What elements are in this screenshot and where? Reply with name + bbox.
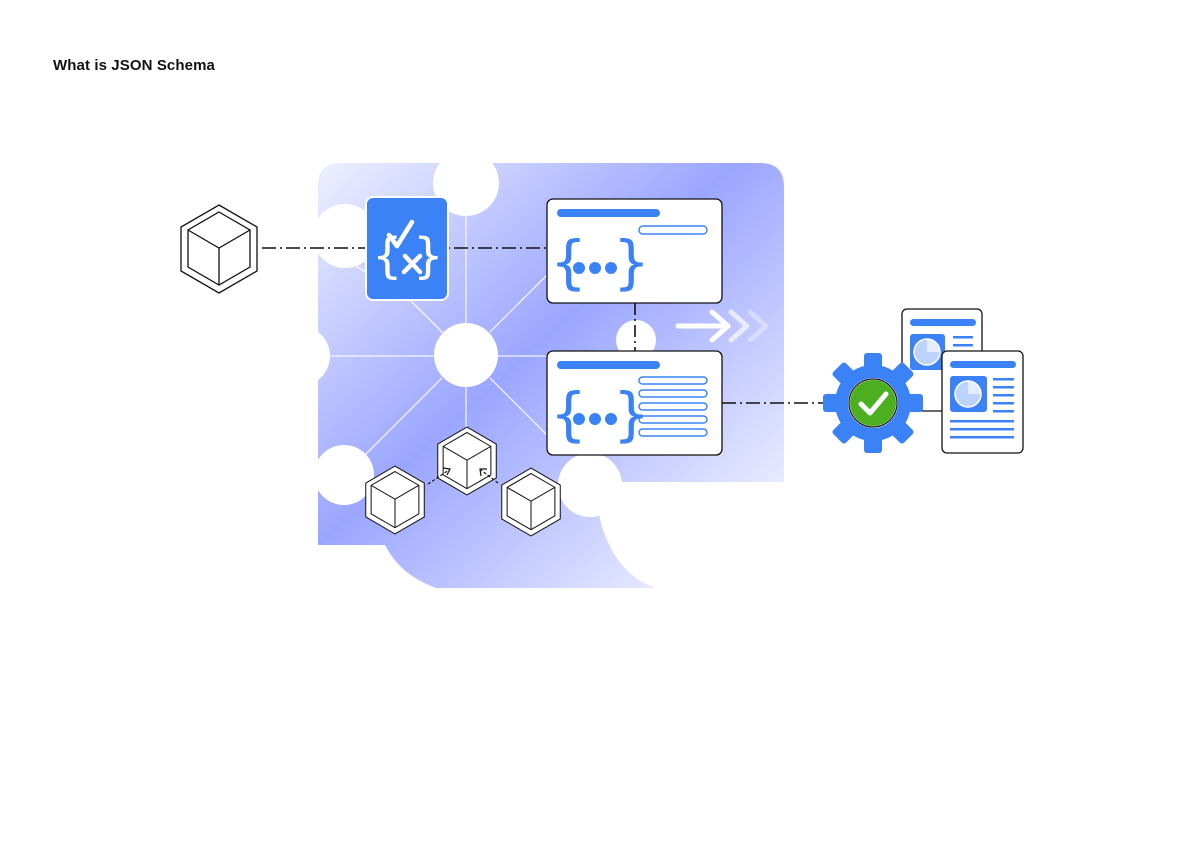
svg-text:{: { — [372, 228, 403, 284]
json-document-card-icon: { } — [546, 350, 723, 456]
schema-validation-braces-icon: { } — [365, 196, 449, 301]
svg-text:}: } — [613, 380, 650, 448]
svg-text:}: } — [613, 228, 650, 296]
svg-text:{: { — [550, 228, 587, 296]
report-document-icon — [941, 350, 1024, 454]
forward-arrows-icon — [675, 309, 769, 343]
composed-cubes-icon — [365, 426, 561, 537]
json-document-card-icon: { } — [546, 198, 723, 304]
data-source-cube-icon — [180, 204, 258, 294]
page-title: What is JSON Schema — [53, 57, 215, 74]
gear-check-icon — [823, 353, 923, 453]
